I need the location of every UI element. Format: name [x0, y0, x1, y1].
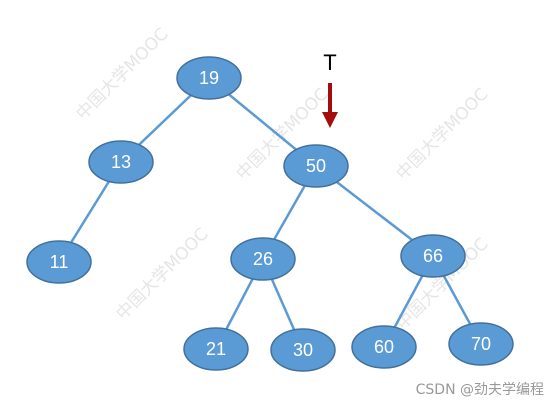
- tree-node-label: 60: [374, 337, 394, 357]
- tree-node-label: 21: [206, 339, 226, 359]
- tree-node-shape: [270, 328, 336, 372]
- tree-node-shape: [283, 144, 349, 188]
- tree-node-shape: [400, 234, 466, 278]
- tree-node-21: 21: [183, 327, 249, 371]
- tree-node-label: 19: [199, 68, 219, 88]
- tree-node-60: 60: [351, 325, 417, 369]
- tree-node-label: 11: [50, 252, 69, 272]
- pointer-label-t: T: [323, 50, 336, 75]
- tree-node-label: 13: [111, 152, 131, 172]
- tree-node-label: 66: [423, 246, 443, 266]
- tree-node-shape: [230, 237, 296, 281]
- tree-node-66: 66: [400, 234, 466, 278]
- csdn-credit: CSDN @劲夫学编程: [415, 382, 544, 398]
- tree-node-shape: [176, 56, 242, 100]
- tree-node-shape: [351, 325, 417, 369]
- tree-node-50: 50: [283, 144, 349, 188]
- tree-node-shape: [183, 327, 249, 371]
- tree-node-label: 50: [306, 156, 326, 176]
- tree-node-30: 30: [270, 328, 336, 372]
- tree-node-11: 11: [26, 240, 92, 284]
- tree-node-label: 30: [293, 340, 313, 360]
- tree-node-label: 26: [253, 249, 273, 269]
- pointer-arrow-head: [322, 112, 338, 128]
- tree-node-shape: [88, 140, 154, 184]
- tree-node-19: 19: [176, 56, 242, 100]
- tree-node-shape: [26, 240, 92, 284]
- tree-node-13: 13: [88, 140, 154, 184]
- tree-node-70: 70: [448, 322, 514, 366]
- tree-node-label: 70: [471, 334, 491, 354]
- tree-node-shape: [448, 322, 514, 366]
- tree-node-26: 26: [230, 237, 296, 281]
